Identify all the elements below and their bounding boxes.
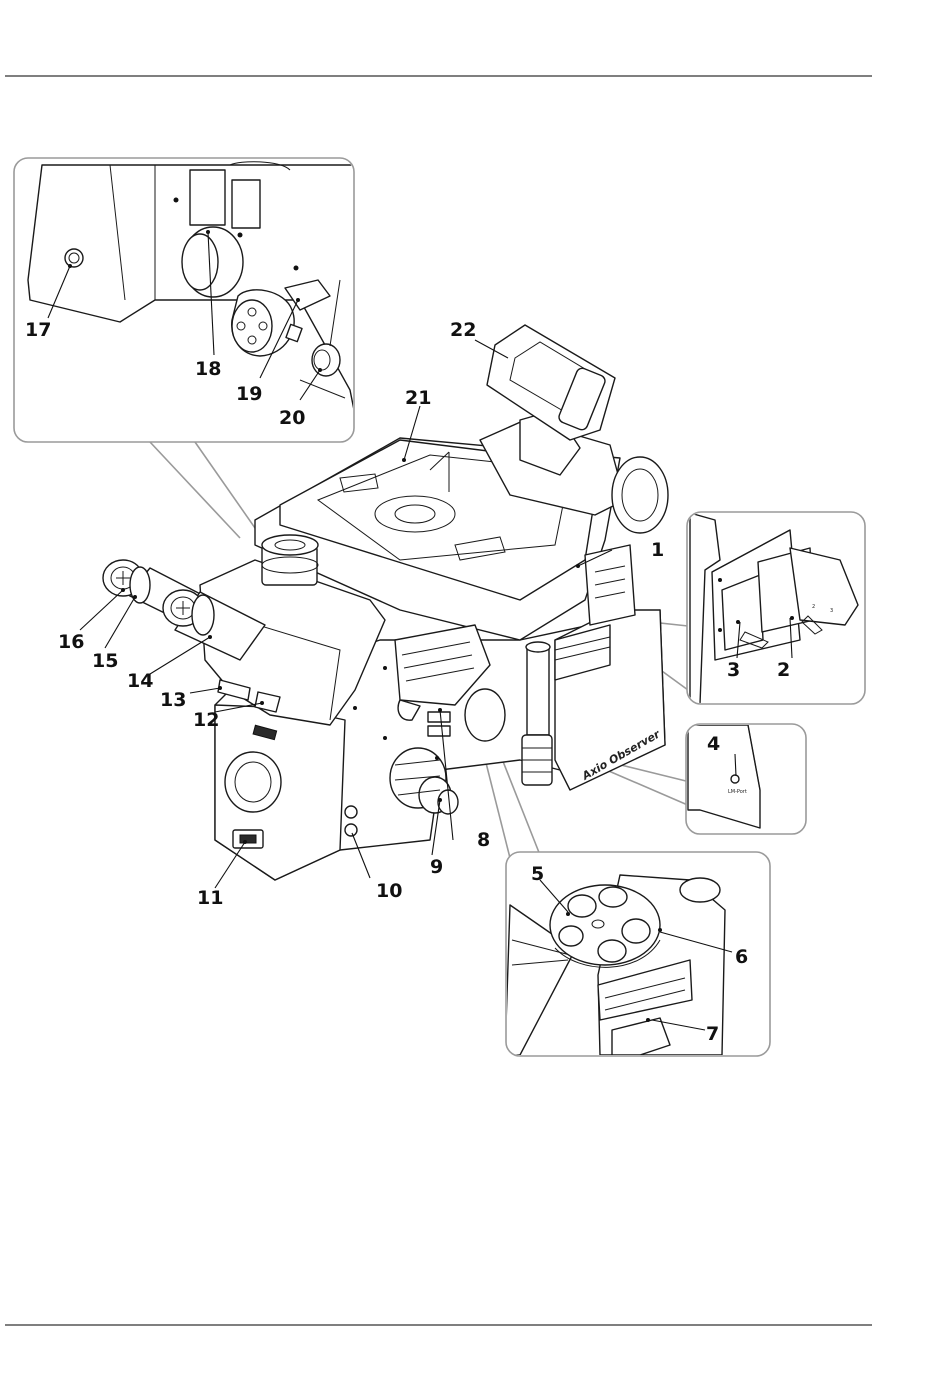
callout-12: 12 <box>193 709 219 731</box>
svg-text:2: 2 <box>812 604 815 610</box>
callout-11: 11 <box>197 887 223 909</box>
detail-box-reflector-turret <box>505 852 770 1056</box>
callout-19: 19 <box>236 383 262 405</box>
callout-9: 9 <box>430 856 443 878</box>
callout-2: 2 <box>777 659 790 681</box>
port-label: LM-Port <box>728 789 747 795</box>
detail-box-port: LM-Port <box>686 724 806 834</box>
nosepiece <box>262 535 318 585</box>
callout-17: 17 <box>25 319 51 341</box>
callout-15: 15 <box>92 650 118 672</box>
callout-7: 7 <box>706 1023 719 1045</box>
callout-18: 18 <box>195 358 221 380</box>
callout-21: 21 <box>405 387 431 409</box>
callout-4: 4 <box>707 733 720 755</box>
callout-1: 1 <box>651 539 664 561</box>
touchscreen <box>487 325 615 440</box>
detail-box-sliders: 2 3 <box>687 512 865 704</box>
callout-13: 13 <box>160 689 186 711</box>
detail-box-left-side <box>14 158 360 442</box>
callout-5: 5 <box>531 863 544 885</box>
callout-16: 16 <box>58 631 84 653</box>
callout-8: 8 <box>477 829 490 851</box>
callout-22: 22 <box>450 319 476 341</box>
callout-14: 14 <box>127 670 153 692</box>
callout-10: 10 <box>376 880 402 902</box>
svg-text:3: 3 <box>830 608 833 614</box>
callout-20: 20 <box>279 407 305 429</box>
callout-6: 6 <box>735 946 748 968</box>
callout-3: 3 <box>727 659 740 681</box>
